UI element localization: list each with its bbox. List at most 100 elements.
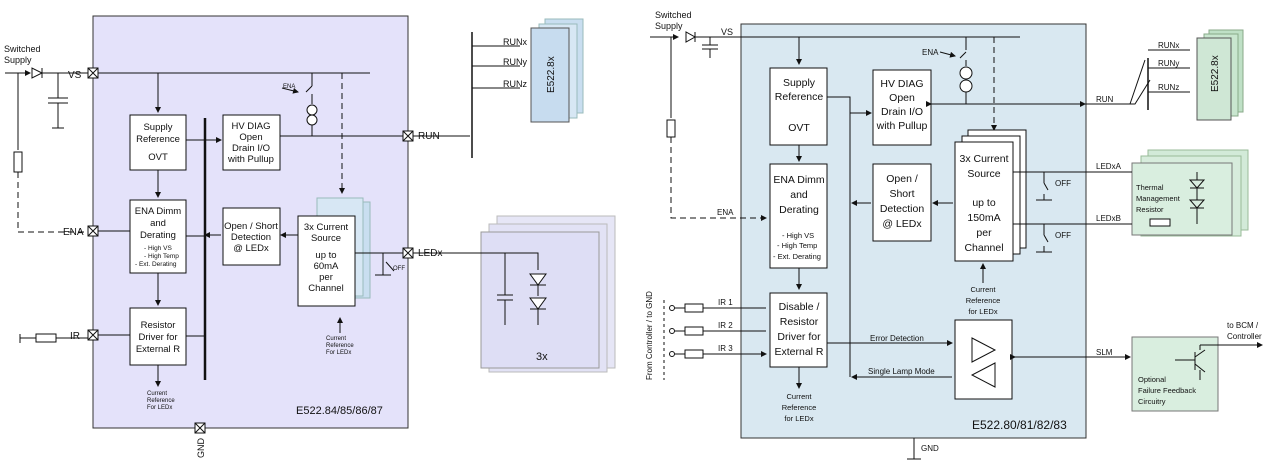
right-thermal-3: Resistor — [1136, 205, 1164, 214]
left-pin-run — [402, 130, 414, 142]
right-text: Switched Supply VS ENA ENA Supply Refere… — [645, 10, 1262, 453]
left-ena-dimm-5: - High Temp — [144, 253, 179, 260]
right-runx: RUNx — [1158, 41, 1179, 50]
left-part-number: E522.84/85/86/87 — [296, 405, 383, 417]
left-ena-label: ENA — [63, 227, 84, 238]
right-slm: SLM — [1096, 348, 1113, 357]
right-hv-3: Drain I/O — [881, 106, 923, 118]
right-os-1: Open / — [886, 173, 918, 185]
left-cs-2: Source — [311, 233, 341, 244]
right-gnd: GND — [921, 444, 939, 453]
right-thermal-1: Thermal — [1136, 183, 1164, 192]
right-optional-module — [1131, 336, 1219, 412]
right-off-b: OFF — [1055, 231, 1071, 240]
left-cs-4: 60mA — [314, 261, 339, 272]
right-switched-2: Supply — [655, 21, 683, 31]
right-from-ctrl: From Controller / to GND — [645, 291, 654, 380]
left-ena-dimm-block — [129, 199, 187, 274]
left-ena-dimm-1: ENA Dimm — [135, 206, 182, 217]
left-resistor-1: Resistor — [141, 320, 176, 331]
left-ena-dimm-3: Derating — [140, 230, 176, 241]
left-diagram — [5, 15, 616, 434]
left-runx: RUNx — [503, 37, 527, 47]
left-supply-ref-1: Supply — [143, 122, 172, 133]
right-cr2-2: Reference — [782, 403, 817, 412]
left-ena-dimm-6: - Ext. Derating — [135, 261, 177, 268]
right-opt-3: Circuitry — [1138, 397, 1166, 406]
right-runz: RUNz — [1158, 83, 1179, 92]
left-os-3: @ LEDx — [233, 243, 269, 254]
right-ena-top: ENA — [922, 48, 939, 57]
left-current-src-block — [297, 215, 356, 307]
left-cs-5: per — [319, 272, 333, 283]
left-ir-label: IR — [70, 331, 80, 342]
right-diagram — [650, 23, 1263, 460]
right-cs-5: per — [976, 227, 992, 239]
left-text: Switched Supply VS ENA IR RUN LEDx GND S… — [4, 37, 557, 458]
left-cur-ref-2: Reference — [147, 398, 175, 404]
right-ed-6: - Ext. Derating — [773, 252, 821, 261]
right-sr-3: OVT — [788, 122, 810, 134]
right-ir1: IR 1 — [718, 298, 733, 307]
right-single-lamp: Single Lamp Mode — [868, 367, 935, 376]
left-os-1: Open / Short — [224, 221, 278, 232]
left-vs-label: VS — [68, 70, 82, 81]
left-cur-ref2-3: For LEDx — [326, 350, 351, 356]
right-supply-ref-block — [769, 67, 828, 146]
left-pin-ledx — [402, 247, 414, 259]
right-dis-1: Disable / — [779, 301, 820, 313]
right-ed-4: - High VS — [782, 231, 814, 240]
right-os-2: Short — [889, 188, 914, 200]
right-cr2-1: Current — [786, 392, 812, 401]
left-e5228x: E522.8x — [546, 56, 557, 93]
right-hv-2: Open — [889, 92, 915, 104]
left-supply-ref-3: OVT — [148, 152, 168, 163]
left-3x: 3x — [536, 351, 548, 363]
right-hv-4: with Pullup — [876, 120, 928, 132]
right-ed-5: - High Temp — [777, 241, 817, 250]
left-ena-small: ENA — [283, 84, 295, 90]
left-hv-2: Open — [239, 132, 262, 143]
left-pin-gnd — [194, 422, 206, 434]
right-vs: VS — [721, 27, 733, 37]
right-cs-4: 150mA — [967, 212, 1000, 224]
right-ledxa: LEDxA — [1096, 162, 1122, 171]
right-part-number: E522.80/81/82/83 — [972, 418, 1067, 432]
left-gnd-label: GND — [196, 438, 206, 459]
right-cs-3: up to — [972, 197, 996, 209]
left-switched-supply-2: Supply — [4, 55, 32, 65]
right-cr-3: for LEDx — [968, 307, 997, 316]
right-hv-1: HV DIAG — [880, 78, 923, 90]
right-ena-dimm-block — [769, 163, 828, 269]
left-switched-supply: Switched — [4, 44, 41, 54]
left-hv-3: Drain I/O — [232, 143, 270, 154]
right-thermal-2: Management — [1136, 194, 1181, 203]
right-os-3: Detection — [880, 203, 925, 215]
left-resistor-2: Driver for — [138, 332, 177, 343]
right-switched-1: Switched — [655, 10, 692, 20]
left-hv-diag-block — [222, 114, 281, 171]
right-ledxb: LEDxB — [1096, 214, 1121, 223]
left-cs-3: up to — [315, 250, 336, 261]
left-hv-1: HV DIAG — [231, 121, 270, 132]
right-cr2-3: for LEDx — [784, 414, 813, 423]
right-to-bcm-2: Controller — [1227, 332, 1262, 341]
right-dis-2: Resistor — [780, 316, 819, 328]
left-os-2: Detection — [231, 232, 271, 243]
left-hv-4: with Pullup — [227, 154, 274, 165]
right-cs-1: 3x Current — [959, 153, 1008, 165]
right-sr-1: Supply — [783, 77, 816, 89]
left-resistor-3: External R — [136, 344, 180, 355]
left-cur-ref-1: Current — [147, 391, 167, 397]
right-ena-int: ENA — [717, 208, 734, 217]
left-ena-dimm-4: - High VS — [144, 245, 172, 252]
right-to-bcm-1: to BCM / — [1227, 321, 1259, 330]
right-cr-1: Current — [970, 285, 996, 294]
right-cr-2: Reference — [966, 296, 1001, 305]
left-runz: RUNz — [503, 79, 527, 89]
left-runy: RUNy — [503, 57, 527, 67]
left-ledx-label: LEDx — [418, 248, 442, 259]
right-open-short-block — [872, 163, 932, 242]
left-supply-ref-block — [129, 114, 187, 171]
